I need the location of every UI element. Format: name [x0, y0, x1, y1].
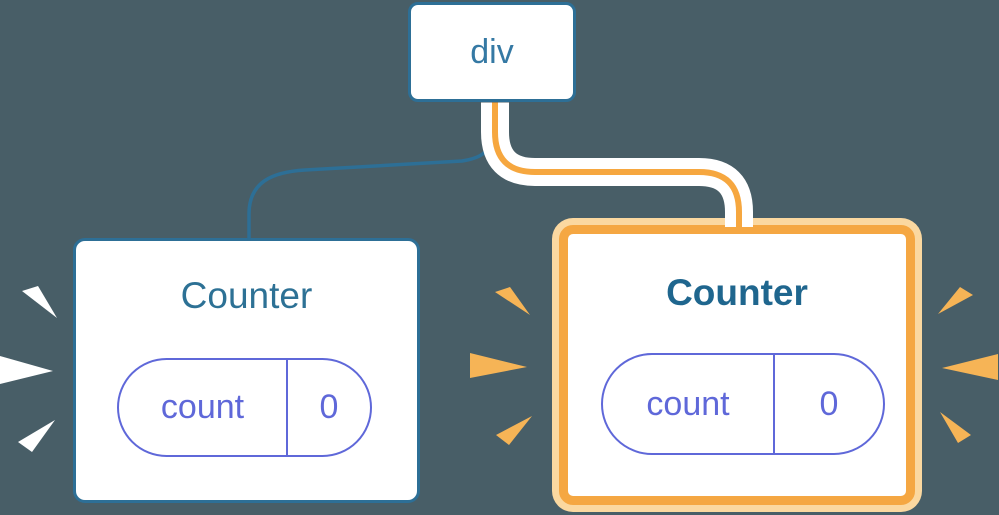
ray-icon	[495, 287, 530, 315]
state-pill-right: count 0	[601, 353, 885, 455]
state-pill-left: count 0	[117, 358, 372, 457]
connector-div-to-right-counter-core	[492, 102, 742, 227]
ray-icon	[22, 286, 57, 318]
state-value-right: 0	[773, 355, 883, 453]
ray-icon	[470, 353, 527, 378]
state-key-left: count	[160, 388, 245, 426]
burst-icon-right-counter-right	[938, 287, 998, 443]
root-node-label: div	[470, 32, 514, 71]
counter-node-right-highlighted: Counter count 0	[559, 225, 915, 505]
root-node-div: div	[408, 2, 576, 102]
counter-node-left: Counter count 0	[73, 238, 420, 503]
burst-icon-left-counter	[0, 286, 57, 452]
state-key-right: count	[646, 384, 730, 423]
state-value-left: 0	[286, 360, 370, 455]
ray-icon	[942, 354, 998, 380]
ray-icon	[938, 287, 973, 314]
ray-icon	[18, 420, 55, 452]
ray-icon	[0, 356, 53, 384]
counter-title-right: Counter	[666, 272, 808, 313]
counter-title-left: Counter	[180, 275, 313, 316]
ray-icon	[496, 416, 532, 445]
ray-icon	[940, 412, 971, 443]
connector-div-to-left-counter	[247, 103, 492, 241]
burst-icon-right-counter-left	[470, 287, 532, 445]
connector-div-to-right-counter-outline	[481, 102, 753, 227]
